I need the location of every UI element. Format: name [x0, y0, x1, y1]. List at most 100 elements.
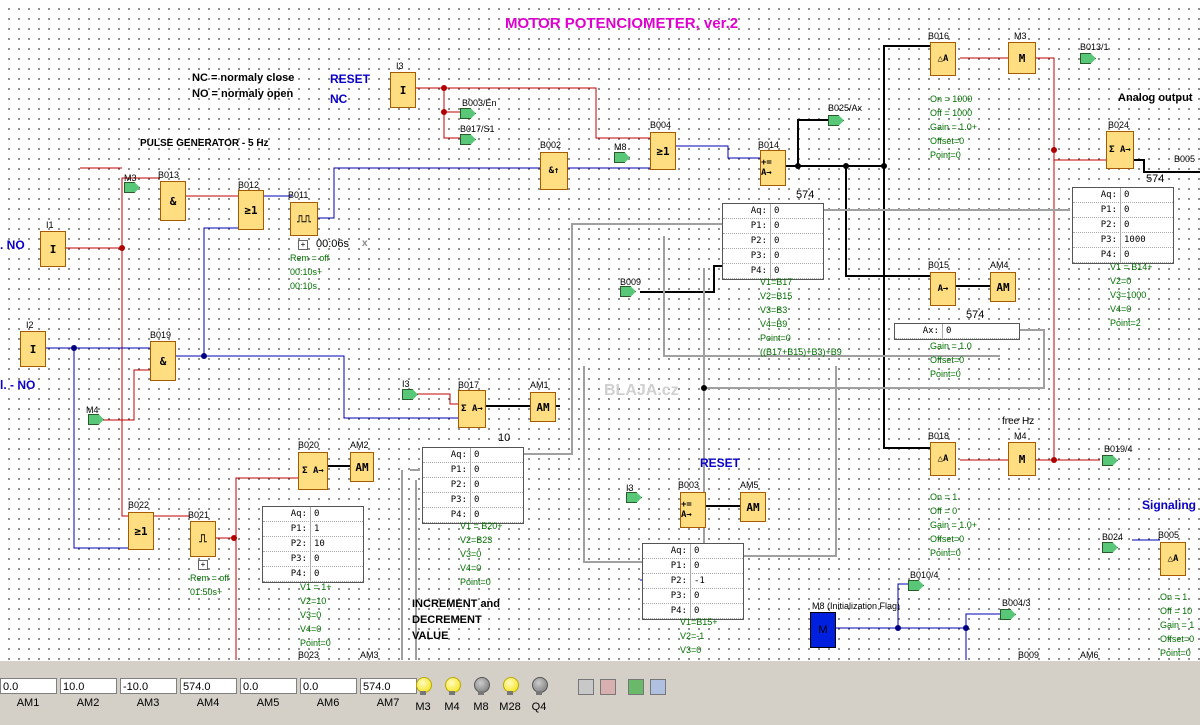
or-block-b012[interactable]: ≥1	[238, 190, 264, 230]
param-value[interactable]: 0	[690, 604, 743, 618]
param-row[interactable]: P1:1	[263, 522, 363, 537]
param-row[interactable]: P2:0	[723, 234, 823, 249]
param-value[interactable]: 10	[310, 537, 363, 551]
param-value[interactable]: 0	[770, 264, 823, 278]
math-block-b020[interactable]: Σ A→	[298, 452, 328, 490]
param-row[interactable]: P3:0	[423, 493, 523, 508]
flag-b009[interactable]	[620, 286, 636, 297]
diagram-canvas[interactable]: MOTOR POTENCIOMETER, ver.2 NC = normaly …	[0, 0, 1200, 660]
param-value[interactable]: 0	[470, 448, 523, 462]
param-value[interactable]: 0	[770, 234, 823, 248]
param-value[interactable]: 0	[310, 507, 363, 521]
param-row[interactable]: P2:-1	[643, 574, 743, 589]
param-value[interactable]: 0	[470, 508, 523, 522]
grid-icon[interactable]	[628, 679, 644, 695]
or-block-b022[interactable]: ≥1	[128, 512, 154, 550]
param-row[interactable]: P2:0	[423, 478, 523, 493]
param-value[interactable]: 0	[470, 493, 523, 507]
flag-b003en[interactable]	[460, 108, 476, 119]
input-block-i3[interactable]: I	[390, 72, 416, 108]
param-row[interactable]: Aq:0	[263, 507, 363, 522]
toolbar-icon-1[interactable]	[578, 679, 594, 695]
param-row[interactable]: P3:0	[643, 589, 743, 604]
math-block-b024[interactable]: Σ A→	[1106, 131, 1134, 169]
param-row[interactable]: P3:1000	[1073, 233, 1173, 248]
param-row[interactable]: P1:0	[723, 219, 823, 234]
param-row[interactable]: P1:0	[423, 463, 523, 478]
flag-m8[interactable]	[614, 152, 630, 163]
marker-block-m4[interactable]: M	[1008, 442, 1036, 476]
flag-b010-4[interactable]	[908, 580, 924, 591]
param-row[interactable]: P3:0	[723, 249, 823, 264]
am-block-am5[interactable]: AM	[740, 492, 766, 522]
param-value[interactable]: 0	[310, 552, 363, 566]
param-value[interactable]: 0	[470, 463, 523, 477]
param-row[interactable]: Aq:0	[723, 204, 823, 219]
flag-b013-1[interactable]	[1080, 53, 1096, 64]
math-block-b003[interactable]: += A→	[680, 492, 706, 528]
flag-b024[interactable]	[1102, 542, 1118, 553]
param-row[interactable]: P4:0	[643, 604, 743, 619]
param-table-b015[interactable]: Ax:0	[894, 323, 1020, 340]
param-value[interactable]: 0	[1120, 203, 1173, 217]
and-block-b013[interactable]: &	[160, 181, 186, 221]
param-value[interactable]: 1000	[1120, 233, 1173, 247]
input-block-i1[interactable]: I	[40, 231, 66, 267]
math-block-b014[interactable]: += A→	[760, 150, 786, 186]
flag-m3[interactable]	[124, 182, 140, 193]
am-block-am2[interactable]: AM	[350, 452, 374, 482]
param-value[interactable]: 0	[770, 204, 823, 218]
param-row[interactable]: Aq:0	[1073, 188, 1173, 203]
marker-block-m8[interactable]: M	[810, 612, 836, 648]
param-value[interactable]: 0	[1120, 218, 1173, 232]
b011-close-icon[interactable]: x	[362, 238, 368, 249]
pulse-block-b011[interactable]: ⎍⎍	[290, 202, 318, 236]
table-icon[interactable]	[650, 679, 666, 695]
flag-m4[interactable]	[88, 414, 104, 425]
param-value[interactable]: 0	[770, 249, 823, 263]
param-value[interactable]: -1	[690, 574, 743, 588]
flag-b019-4[interactable]	[1102, 455, 1118, 466]
param-value[interactable]: 0	[470, 478, 523, 492]
marker-block-m3[interactable]: M	[1008, 42, 1036, 74]
toolbar-icon-2[interactable]	[600, 679, 616, 695]
param-value[interactable]: 0	[690, 589, 743, 603]
timer-block-b021[interactable]: ⎍	[190, 521, 216, 557]
param-row[interactable]: P3:0	[263, 552, 363, 567]
b011-expand-icon[interactable]: +	[298, 240, 308, 250]
math-block-b017[interactable]: Σ A→	[458, 390, 486, 428]
param-row[interactable]: P4:0	[723, 264, 823, 279]
am-block-am4[interactable]: AM	[990, 272, 1016, 302]
param-value[interactable]: 0	[690, 544, 743, 558]
param-row[interactable]: P4:0	[423, 508, 523, 523]
and-edge-block-b002[interactable]: &↑	[540, 152, 568, 190]
param-value[interactable]: 0	[690, 559, 743, 573]
amplifier-block-b015[interactable]: A→	[930, 272, 956, 306]
b021-expand-icon[interactable]: +	[198, 560, 208, 570]
flag-i3a[interactable]	[402, 389, 418, 400]
and-block-b019[interactable]: &	[150, 341, 176, 381]
param-row[interactable]: P1:0	[1073, 203, 1173, 218]
or-block-b004[interactable]: ≥1	[650, 132, 676, 170]
flag-b025ax[interactable]	[828, 115, 844, 126]
param-value[interactable]: 0	[942, 324, 1019, 338]
param-row[interactable]: Aq:0	[643, 544, 743, 559]
flag-b017s1[interactable]	[460, 134, 476, 145]
param-row[interactable]: P2:0	[1073, 218, 1173, 233]
param-value[interactable]: 0	[1120, 188, 1173, 202]
input-block-i2[interactable]: I	[20, 331, 46, 367]
threshold-block-b005[interactable]: △A	[1160, 542, 1186, 576]
flag-i3b[interactable]	[626, 492, 642, 503]
param-row[interactable]: P2:10	[263, 537, 363, 552]
am-block-am1[interactable]: AM	[530, 392, 556, 422]
param-value[interactable]: 0	[1120, 248, 1173, 262]
param-value[interactable]: 0	[310, 567, 363, 581]
param-row[interactable]: Ax:0	[895, 324, 1019, 339]
flag-b004-3[interactable]	[1000, 609, 1016, 620]
param-row[interactable]: P4:0	[263, 567, 363, 582]
